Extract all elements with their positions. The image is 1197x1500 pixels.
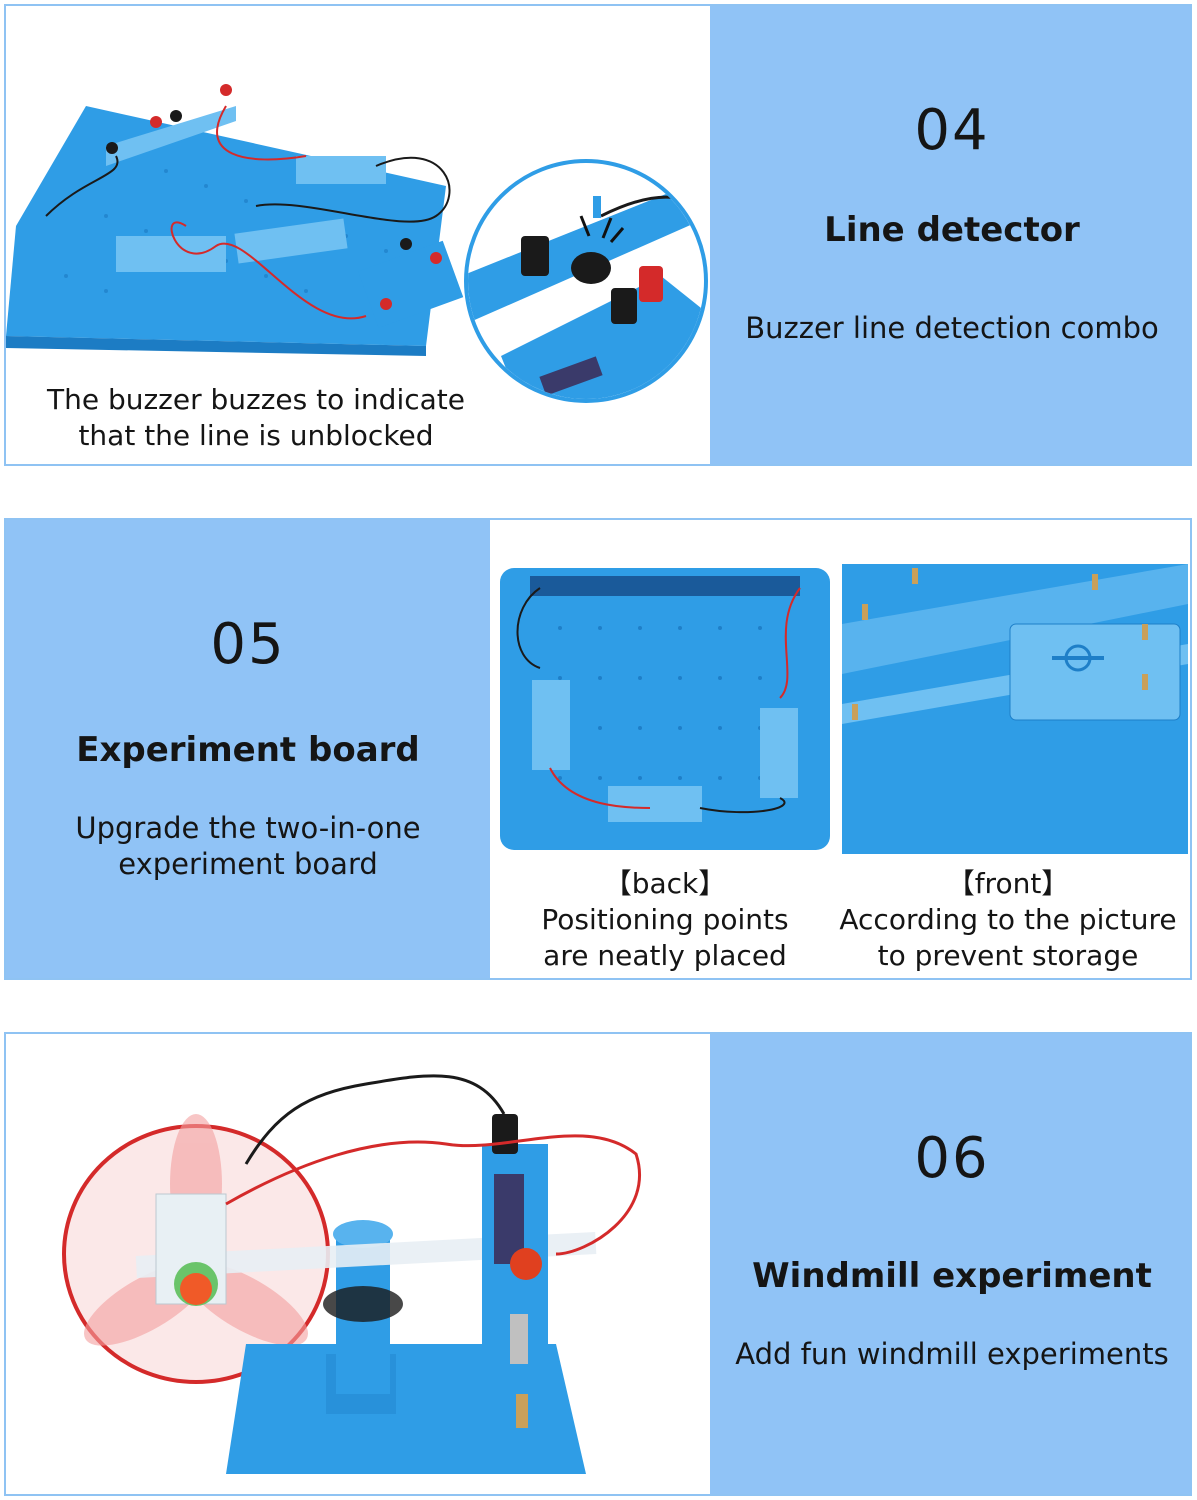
back-caption: 【back】 Positioning points are neatly pla… (510, 866, 820, 974)
front-line-2: to prevent storage (877, 939, 1139, 972)
caption-line-2: that the line is unblocked (78, 419, 434, 452)
section-04-title: Line detector (824, 210, 1080, 250)
section-04-caption: The buzzer buzzes to indicate that the l… (6, 382, 506, 454)
buzzer-closeup-illustration (464, 159, 708, 403)
section-04-text-area: 04 Line detector Buzzer line detection c… (710, 6, 1190, 464)
board-front-illustration (842, 564, 1188, 854)
section-04-number: 04 (914, 98, 990, 163)
section-05-panel: 05 Experiment board Upgrade the two-in-o… (4, 518, 1192, 980)
section-04-subtitle: Buzzer line detection combo (745, 311, 1159, 345)
subtitle-line-2: experiment board (118, 847, 378, 881)
section-06-title: Windmill experiment (752, 1256, 1152, 1296)
board-back-illustration (500, 568, 830, 850)
section-06-panel: 06 Windmill experiment Add fun windmill … (4, 1032, 1192, 1496)
section-06-text-area: 06 Windmill experiment Add fun windmill … (710, 1034, 1190, 1494)
caption-line-1: The buzzer buzzes to indicate (46, 383, 465, 416)
section-05-number: 05 (210, 612, 286, 677)
back-line-1: Positioning points (541, 903, 789, 936)
section-06-number: 06 (914, 1126, 990, 1191)
section-04-panel: 04 Line detector Buzzer line detection c… (4, 4, 1192, 466)
section-05-subtitle: Upgrade the two-in-one experiment board (6, 810, 490, 882)
subtitle-line-1: Upgrade the two-in-one (75, 811, 421, 845)
line-detector-board-illustration (6, 84, 464, 356)
windmill-experiment-illustration (62, 1074, 641, 1474)
section-05-title: Experiment board (76, 730, 420, 770)
section-05-text-area: 05 Experiment board Upgrade the two-in-o… (6, 520, 490, 978)
front-caption: 【front】 According to the picture to prev… (826, 866, 1190, 974)
back-line-2: are neatly placed (543, 939, 787, 972)
front-label: 【front】 (946, 867, 1070, 900)
front-line-1: According to the picture (839, 903, 1177, 936)
back-label: 【back】 (603, 867, 727, 900)
section-06-subtitle: Add fun windmill experiments (735, 1337, 1169, 1371)
